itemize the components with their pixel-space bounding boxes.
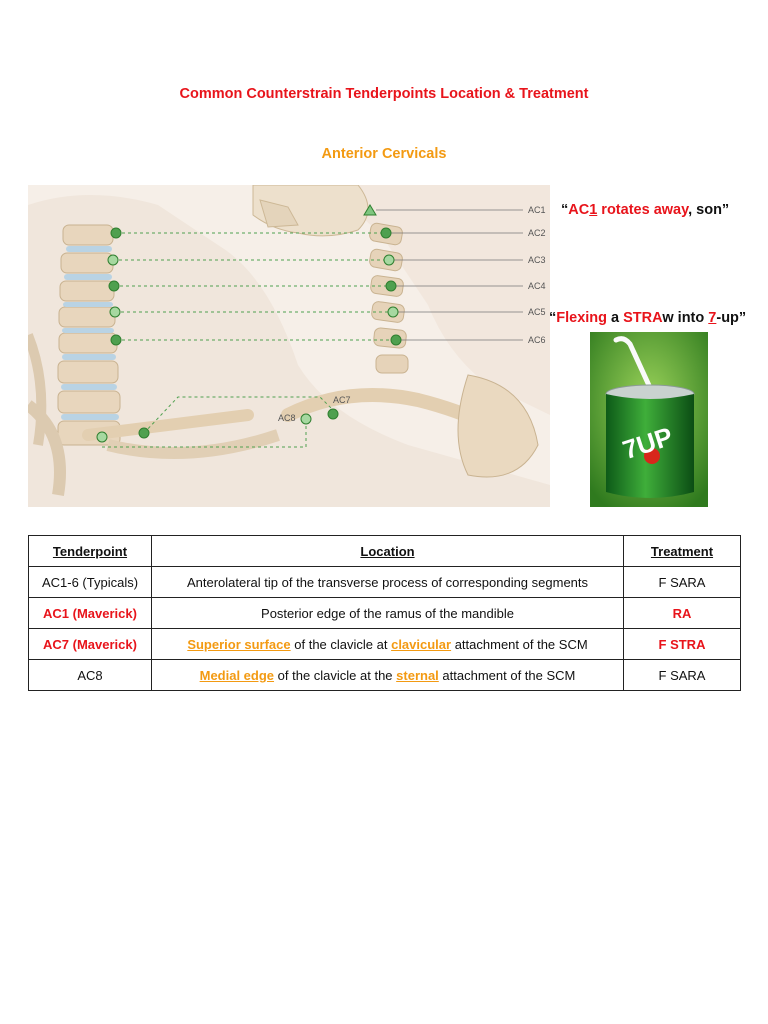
table-row: AC8 Medial edge of the clavicle at the s… — [28, 659, 741, 691]
label-ac8: AC8 — [278, 413, 296, 423]
cervical-anatomy-figure: AC1 AC2 AC3 AC4 AC5 AC6 AC7 AC8 — [28, 185, 550, 507]
tenderpoint-table: Tenderpoint Location Treatment AC1-6 (Ty… — [28, 535, 741, 691]
label-ac6: AC6 — [528, 335, 546, 345]
header-treatment: Treatment — [623, 535, 741, 567]
label-ac1: AC1 — [528, 205, 546, 215]
cell-treatment: F STRA — [623, 628, 741, 660]
cell-tenderpoint: AC1 (Maverick) — [28, 597, 152, 629]
table-header-row: Tenderpoint Location Treatment — [28, 535, 741, 567]
cell-tenderpoint: AC8 — [28, 659, 152, 691]
cell-location: Superior surface of the clavicle at clav… — [151, 628, 624, 660]
section-subtitle: Anterior Cervicals — [321, 146, 447, 162]
label-ac7: AC7 — [333, 395, 351, 405]
cell-tenderpoint: AC1-6 (Typicals) — [28, 566, 152, 598]
mnemonic-ac7: “Flexing a STRAw into 7-up” — [549, 310, 747, 326]
cell-tenderpoint: AC7 (Maverick) — [28, 628, 152, 660]
mnemonic-ac1: “AC1 rotates away, son” — [561, 202, 730, 218]
page-title: Common Counterstrain Tenderpoints Locati… — [179, 86, 589, 102]
label-ac2: AC2 — [528, 228, 546, 238]
table-row: AC7 (Maverick) Superior surface of the c… — [28, 628, 741, 660]
cell-treatment: F SARA — [623, 659, 741, 691]
cell-treatment: RA — [623, 597, 741, 629]
table-row: AC1 (Maverick) Posterior edge of the ram… — [28, 597, 741, 629]
header-location: Location — [151, 535, 624, 567]
cell-location: Medial edge of the clavicle at the stern… — [151, 659, 624, 691]
cell-treatment: F SARA — [623, 566, 741, 598]
cell-location: Anterolateral tip of the transverse proc… — [151, 566, 624, 598]
label-ac3: AC3 — [528, 255, 546, 265]
table-row: AC1-6 (Typicals) Anterolateral tip of th… — [28, 566, 741, 598]
7up-can-image: 7UP — [590, 332, 708, 507]
cell-location: Posterior edge of the ramus of the mandi… — [151, 597, 624, 629]
label-ac4: AC4 — [528, 281, 546, 291]
label-ac5: AC5 — [528, 307, 546, 317]
header-tenderpoint: Tenderpoint — [28, 535, 152, 567]
